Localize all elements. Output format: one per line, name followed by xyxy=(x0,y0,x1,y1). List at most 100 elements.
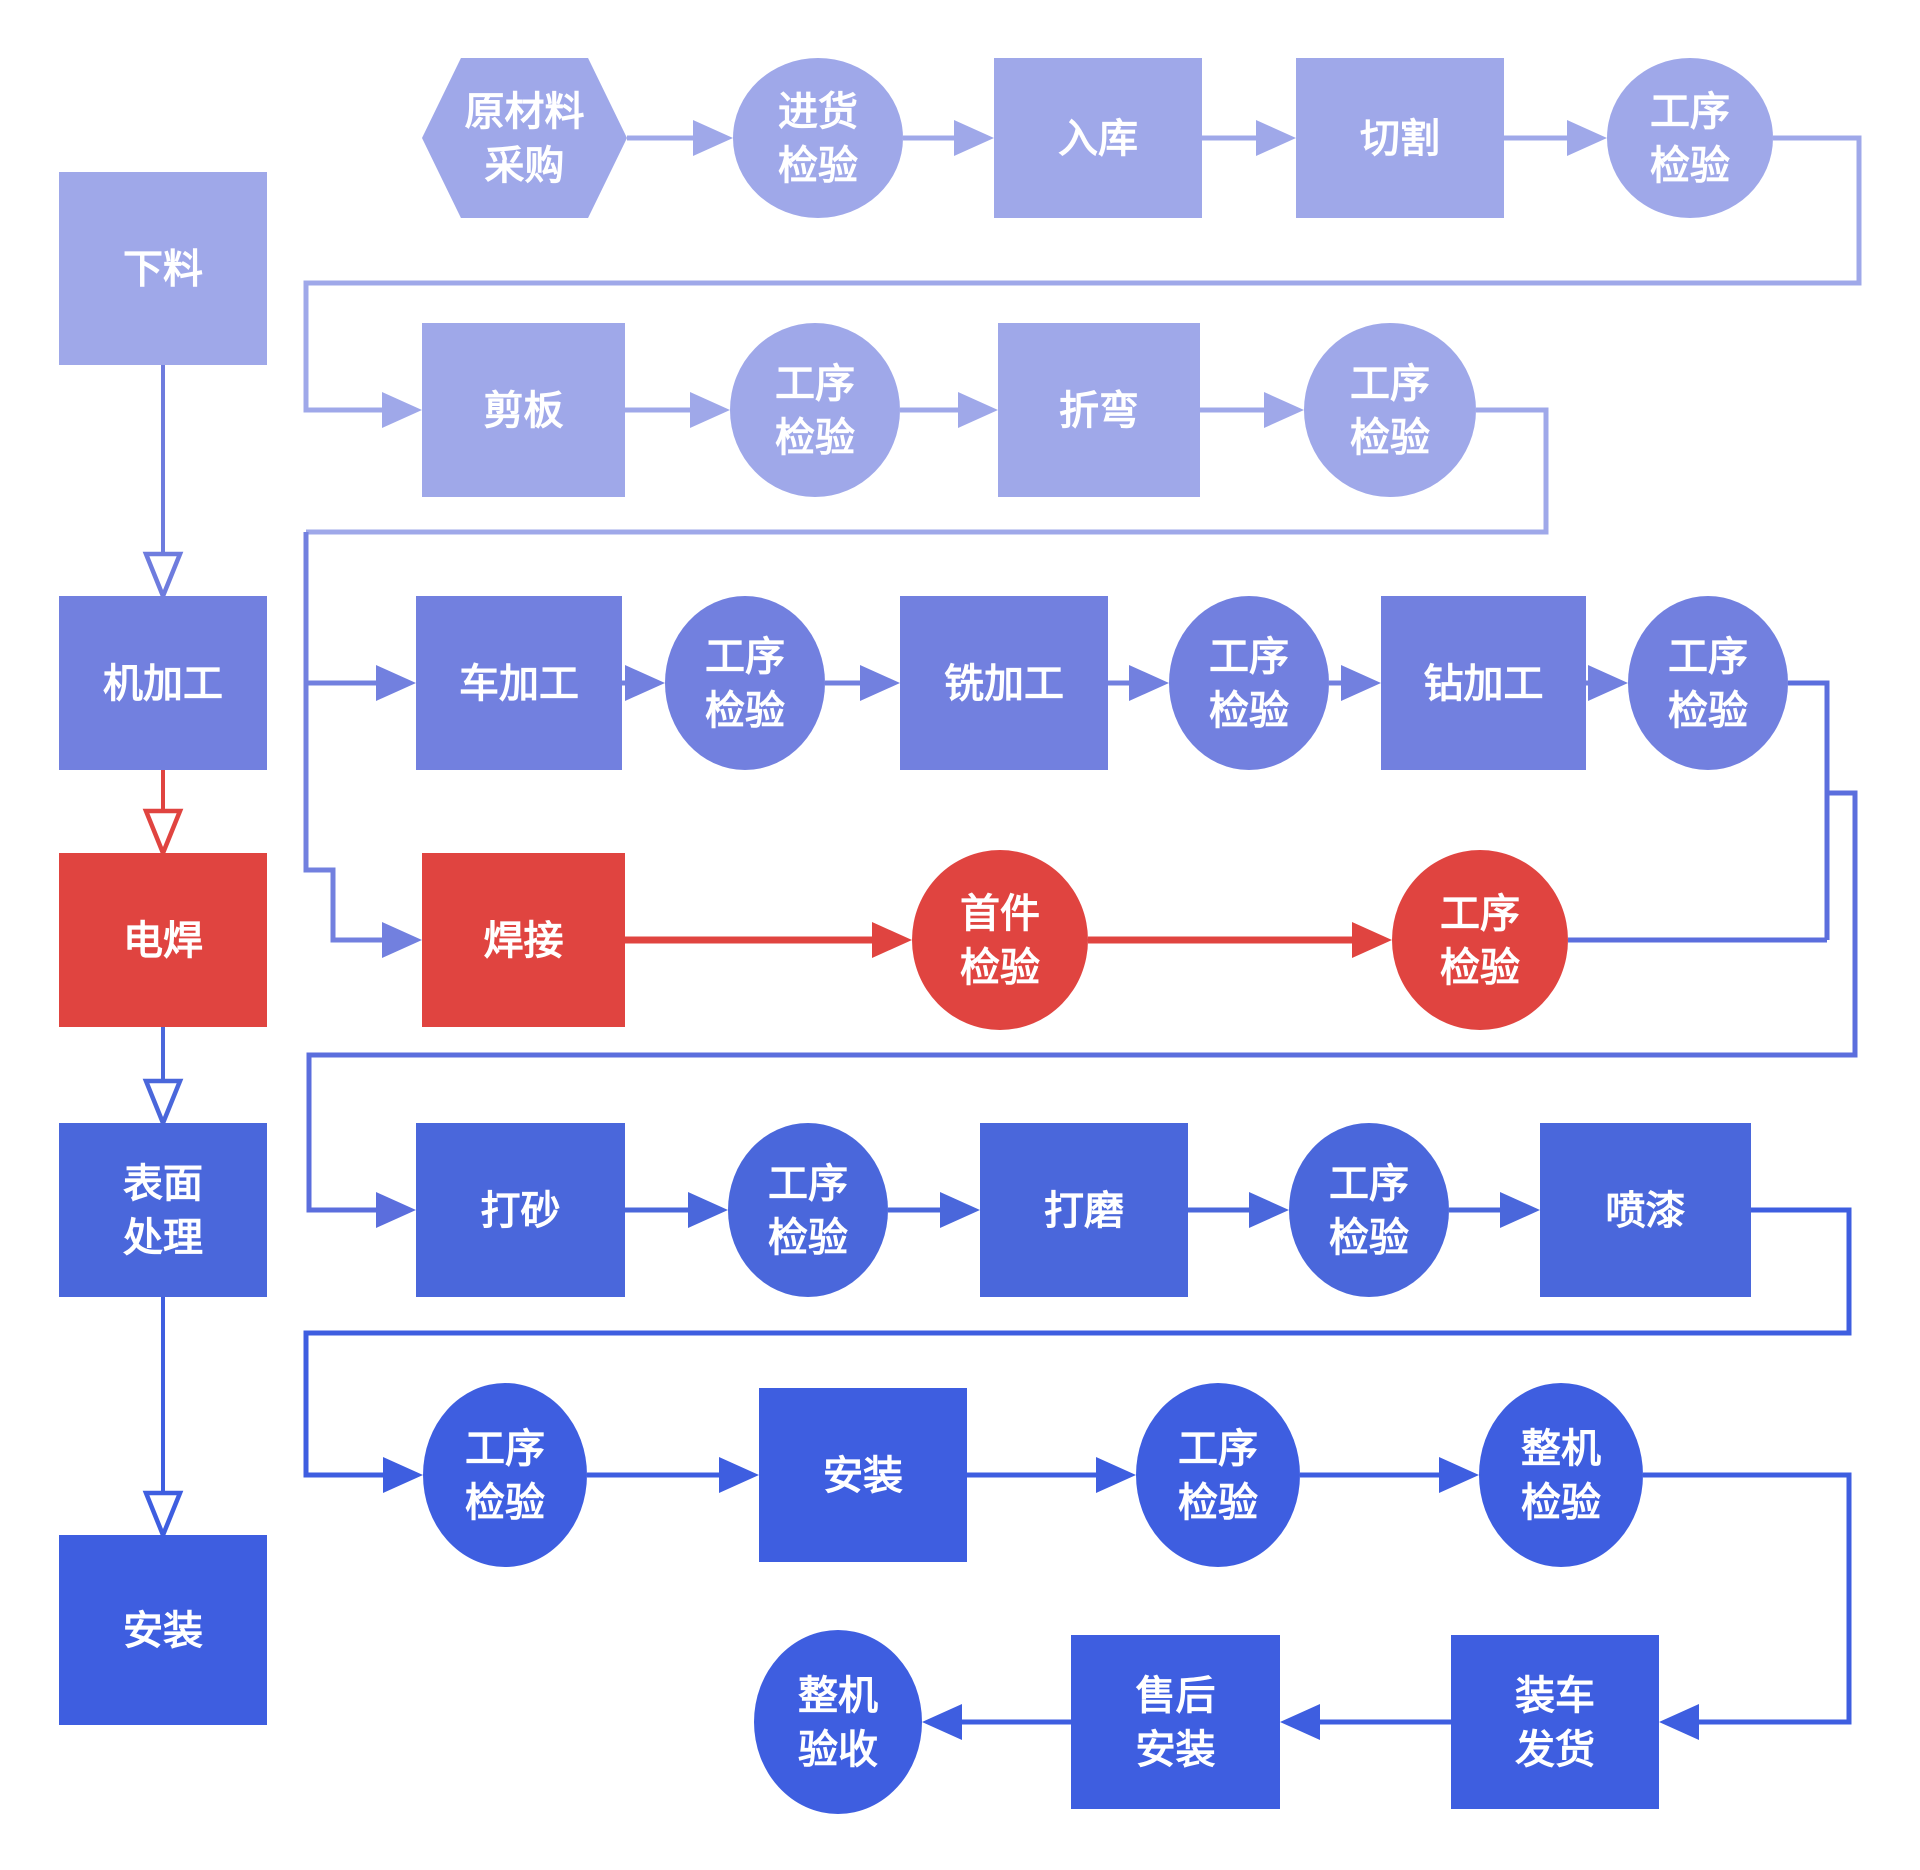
node-label-warehousing: 入库 xyxy=(1058,117,1138,161)
arrowhead-aftersales-to-acceptance-icon xyxy=(922,1704,962,1740)
edge-installation-to-inspection11 xyxy=(967,1457,1136,1493)
node-process-inspection-6: 工序检验 xyxy=(1628,596,1788,770)
edge-line-row1-return-to-shearing xyxy=(303,135,1862,413)
node-shape-process-inspection-9 xyxy=(1289,1123,1449,1297)
node-cutting: 切割 xyxy=(1296,58,1504,218)
node-label-cutting: 切割 xyxy=(1360,117,1440,161)
node-shape-process-inspection-5 xyxy=(1169,596,1329,770)
edge-blanking-to-machining xyxy=(142,365,184,602)
node-shape-loading-shipping xyxy=(1451,1635,1659,1809)
arrowhead-row6-return-to-shipping-icon xyxy=(1659,1704,1699,1740)
arrowhead-inspection11-to-whole-inspection-icon xyxy=(1439,1457,1479,1493)
edge-bending-to-inspection3 xyxy=(1200,392,1304,428)
node-blanking: 下料 xyxy=(59,172,267,365)
edge-row3-exit xyxy=(1788,680,1830,940)
node-shape-process-inspection-6 xyxy=(1628,596,1788,770)
node-process-inspection-11: 工序检验 xyxy=(1136,1383,1300,1567)
arrowhead-welding-to-surface-col-icon xyxy=(142,1078,184,1129)
arrowhead-purchase-to-incoming-icon xyxy=(693,120,733,156)
arrowhead-merge-to-sandblasting-icon xyxy=(376,1192,416,1228)
arrowhead-installation-to-inspection11-icon xyxy=(1096,1457,1136,1493)
node-machining: 机加工 xyxy=(59,596,267,770)
node-process-inspection-5: 工序检验 xyxy=(1169,596,1329,770)
node-shape-raw-material-purchase xyxy=(422,58,627,218)
node-shape-machining xyxy=(59,596,267,770)
node-label-incoming-inspection: 进货检验 xyxy=(778,90,858,188)
node-shape-welding xyxy=(422,853,625,1027)
edge-shearing-to-inspection2 xyxy=(625,392,730,428)
edge-inspection5-to-drilling xyxy=(1329,665,1381,701)
node-shape-installation-left xyxy=(59,1535,267,1725)
node-label-loading-shipping: 装车发货 xyxy=(1515,1674,1595,1772)
node-label-whole-machine-inspection: 整机检验 xyxy=(1521,1427,1601,1525)
node-installation-left: 安装 xyxy=(59,1535,267,1725)
arrowhead-surface-to-installation-col-icon xyxy=(142,1490,184,1541)
node-shape-surface-treatment xyxy=(59,1123,267,1297)
node-turning: 车加工 xyxy=(416,596,622,770)
node-label-blanking: 下料 xyxy=(123,248,203,292)
edge-incoming-to-warehousing xyxy=(903,120,994,156)
node-label-bending: 折弯 xyxy=(1059,388,1139,433)
node-whole-machine-inspection: 整机检验 xyxy=(1479,1383,1643,1567)
node-label-process-inspection-9: 工序检验 xyxy=(1329,1162,1409,1260)
edge-row2-return xyxy=(306,407,1549,535)
edge-line-merge-to-sandblasting xyxy=(306,790,1858,1213)
edge-inspection11-to-whole-inspection xyxy=(1300,1457,1479,1493)
edge-row1-return-to-shearing xyxy=(303,135,1862,428)
node-label-process-inspection-7: 工序检验 xyxy=(1440,892,1520,990)
node-label-sand-blasting: 打砂 xyxy=(481,1189,561,1233)
arrowhead-drilling-to-inspection6-icon xyxy=(1588,665,1628,701)
arrowhead-shearing-to-inspection2-icon xyxy=(690,392,730,428)
node-label-milling: 铣加工 xyxy=(944,662,1064,706)
node-label-process-inspection-2: 工序检验 xyxy=(775,362,855,460)
arrowhead-trunk-to-turning-icon xyxy=(376,665,416,701)
node-shape-spray-painting xyxy=(1540,1123,1751,1297)
arrowhead-warehousing-to-cutting-icon xyxy=(1256,120,1296,156)
edge-warehousing-to-cutting xyxy=(1202,120,1296,156)
edge-merge-to-sandblasting xyxy=(306,790,1858,1228)
node-bending: 折弯 xyxy=(998,323,1200,497)
node-shape-process-inspection-10 xyxy=(423,1383,587,1567)
node-label-machining: 机加工 xyxy=(103,662,223,706)
node-process-inspection-2: 工序检验 xyxy=(730,323,900,497)
edge-machining-to-welding-col xyxy=(142,770,184,859)
node-shape-warehousing xyxy=(994,58,1202,218)
node-warehousing: 入库 xyxy=(994,58,1202,218)
node-surface-treatment: 表面处理 xyxy=(59,1123,267,1297)
node-label-whole-machine-acceptance: 整机验收 xyxy=(798,1674,878,1772)
arrowhead-blanking-to-machining-icon xyxy=(142,551,184,602)
node-shape-process-inspection-8 xyxy=(728,1123,888,1297)
edge-sandblasting-to-inspection8 xyxy=(625,1192,728,1228)
node-label-process-inspection-6: 工序检验 xyxy=(1668,635,1748,733)
arrowhead-bending-to-inspection3-icon xyxy=(1264,392,1304,428)
edge-welding-to-first-article xyxy=(625,922,912,958)
arrowhead-inspection4-to-milling-icon xyxy=(860,665,900,701)
edge-grinding-to-inspection9 xyxy=(1188,1192,1289,1228)
edge-drilling-to-inspection6 xyxy=(1586,665,1628,701)
node-shape-grinding xyxy=(980,1123,1188,1297)
arrowhead-row1-return-to-shearing-icon xyxy=(382,392,422,428)
edge-first-article-to-inspection7 xyxy=(1088,922,1392,958)
node-label-process-inspection-11: 工序检验 xyxy=(1178,1427,1258,1525)
edge-row5-return-to-row6 xyxy=(303,1207,1852,1493)
arrowhead-row5-return-to-row6-icon xyxy=(383,1457,423,1493)
edge-inspection10-to-installation xyxy=(587,1457,759,1493)
node-label-raw-material-purchase: 原材料采购 xyxy=(465,90,585,188)
arrowhead-shipping-to-aftersales-icon xyxy=(1280,1704,1320,1740)
node-shape-drilling xyxy=(1381,596,1586,770)
node-process-inspection-4: 工序检验 xyxy=(665,596,825,770)
arrowhead-trunk-to-welding-icon xyxy=(382,922,422,958)
node-shape-whole-machine-acceptance xyxy=(754,1630,922,1814)
arrowhead-turning-to-inspection4-icon xyxy=(625,665,665,701)
arrowhead-incoming-to-warehousing-icon xyxy=(954,120,994,156)
edge-line-row3-exit xyxy=(1788,680,1830,940)
node-shape-whole-machine-inspection xyxy=(1479,1383,1643,1567)
arrowhead-milling-to-inspection5-icon xyxy=(1129,665,1169,701)
arrowhead-cutting-to-inspection1-icon xyxy=(1567,120,1607,156)
edge-welding-to-surface-col xyxy=(142,1027,184,1129)
edge-inspection4-to-milling xyxy=(825,665,900,701)
node-electric-welding: 电焊 xyxy=(59,853,267,1027)
node-label-installation: 安装 xyxy=(823,1454,903,1498)
